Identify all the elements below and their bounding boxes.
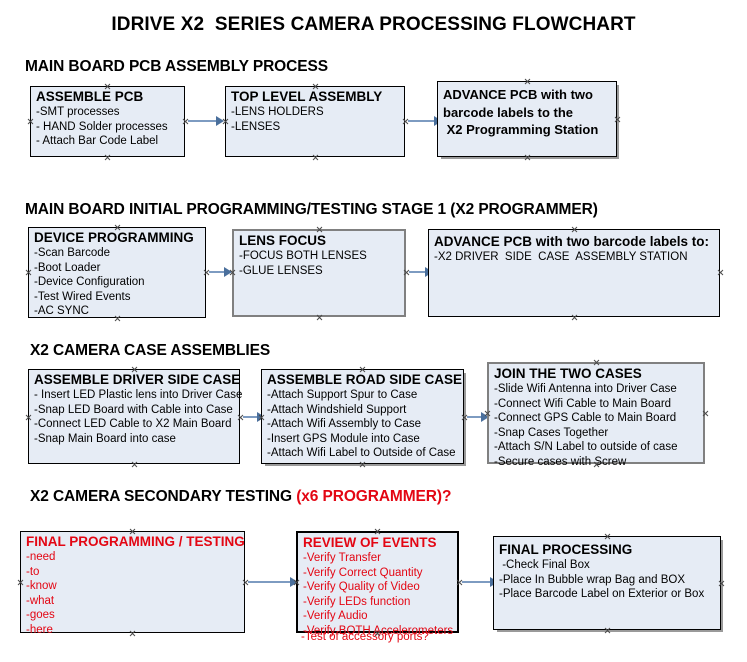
section-heading-4-accent: (x6 PROGRAMMER)? [296,488,452,505]
flow-box-join-the-two-cases[interactable]: JOIN THE TWO CASES -Slide Wifi Antenna i… [487,362,705,468]
flow-box-lens-focus[interactable]: LENS FOCUS -FOCUS BOTH LENSES -GLUE LENS… [232,229,406,317]
box-line: -Test Wired Events [34,290,131,303]
box-title: TOP LEVEL ASSEMBLY [231,89,383,104]
box-line: -SMT processes [36,106,120,118]
box-line: -Connect LED Cable to X2 Main Board [34,418,232,430]
arrow-connector [409,271,427,273]
section-heading-2-text: MAIN BOARD INITIAL PROGRAMMING/TESTING S… [25,201,598,218]
box-line: -Connect Wifi Cable to Main Board [494,397,672,410]
box-title: ADVANCE PCB with two barcode labels to: [434,234,710,249]
box-line: -Verify Transfer [303,552,381,564]
box-line: -Snap Main Board into case [34,432,176,445]
arrow-connector [462,581,492,583]
box-line: -Device Configuration [34,276,145,288]
box-line: -Attach Wifi Assembly to Case [267,418,422,430]
box-line: - Insert LED Plastic lens into Driver Ca… [34,389,243,401]
box-line: -Place In Bubble wrap Bag and BOX [499,573,686,586]
arrow-connector [188,120,218,122]
box-line: -Boot Loader [34,261,101,274]
flow-box-assemble-pcb[interactable]: ASSEMBLE PCB -SMT processes - HAND Solde… [30,86,185,157]
box-line: -Place Barcode Label on Exterior or Box [499,588,705,600]
box-overflow-line: -Test of accessory ports? [301,631,429,643]
arrow-head-icon [216,116,224,126]
arrow-connector [209,271,226,273]
arrow-head-icon [224,267,232,277]
flow-box-assemble-driver-side-case[interactable]: ASSEMBLE DRIVER SIDE CASE - Insert LED P… [28,369,243,464]
box-line: -to [26,565,40,578]
box-title: ASSEMBLE PCB [36,89,144,104]
arrow-head-icon [290,577,298,587]
box-line: -LENS HOLDERS [231,106,324,118]
flow-box-assemble-road-side-case[interactable]: ASSEMBLE ROAD SIDE CASE -Attach Support … [261,369,464,464]
box-title: FINAL PROGRAMMING / TESTING [26,534,245,549]
box-line: -Snap Cases Together [494,426,609,439]
box-line: -Attach S/N Label to outside of case [494,441,678,453]
flow-box-advance-pcb-programming-station[interactable]: ADVANCE PCB with two barcode labels to t… [437,81,617,157]
arrow-head-icon [481,412,489,422]
box-line: -Scan Barcode [34,247,111,259]
flow-box-advance-pcb-driver-side-station[interactable]: ADVANCE PCB with two barcode labels to: … [428,229,720,317]
section-heading-1-text: MAIN BOARD PCB ASSEMBLY PROCESS [25,58,328,75]
box-line: -Verify Quality of Video [303,581,420,593]
box-title: JOIN THE TWO CASES [494,366,642,381]
box-title: FINAL PROCESSING [499,542,633,557]
box-line: -Verify Audio [303,610,368,622]
box-line: -need [26,551,56,563]
section-heading-3: X2 CAMERA CASE ASSEMBLIES [30,342,270,360]
box-line: -LENSES [231,120,281,133]
arrow-connector [248,581,292,583]
box-line: -what [26,594,55,607]
box-line: -Secure cases with Screw [494,455,627,468]
box-line: barcode labels to the [443,104,574,120]
box-line: -AC SYNC [34,305,89,317]
box-line: - Attach Bar Code Label [36,135,159,147]
section-heading-4: X2 CAMERA SECONDARY TESTING (x6 PROGRAMM… [30,488,451,506]
box-line: -Attach Wifi Label to Outside of Case [267,447,456,459]
box-line: -Attach Windshield Support [267,403,407,416]
box-line: -Connect GPS Cable to Main Board [494,412,677,424]
box-line: -Verify BOTH Accelerometers [303,624,454,637]
box-title: ASSEMBLE ROAD SIDE CASE [267,372,463,387]
box-line: -goes [26,609,55,621]
box-line: -Snap LED Board with Cable into Case [34,403,233,416]
box-line: - HAND Solder processes [36,120,168,133]
box-line: -FOCUS BOTH LENSES [239,250,367,262]
flow-box-final-processing[interactable]: FINAL PROCESSING -Check Final Box -Place… [493,536,721,630]
box-line: -know [26,580,57,592]
box-line: -here [26,623,53,636]
box-line: -Verify Correct Quantity [303,566,423,579]
box-title: ADVANCE PCB with two [443,87,593,102]
section-heading-1: MAIN BOARD PCB ASSEMBLY PROCESS [25,58,328,76]
flow-box-top-level-assembly[interactable]: TOP LEVEL ASSEMBLY -LENS HOLDERS -LENSES [225,86,405,157]
box-title: ASSEMBLE DRIVER SIDE CASE [34,372,241,387]
flow-box-device-programming[interactable]: DEVICE PROGRAMMING -Scan Barcode -Boot L… [28,227,206,318]
section-heading-4-text: X2 CAMERA SECONDARY TESTING [30,488,297,505]
page-title: IDRIVE X2 SERIES CAMERA PROCESSING FLOWC… [111,14,636,35]
box-title: LENS FOCUS [239,233,327,248]
box-line: -Slide Wifi Antenna into Driver Case [494,383,677,395]
box-line: -Verify LEDs function [303,595,411,608]
section-heading-3-text: X2 CAMERA CASE ASSEMBLIES [30,342,271,359]
section-heading-2: MAIN BOARD INITIAL PROGRAMMING/TESTING S… [25,201,598,219]
box-line: X2 Programming Station [443,122,599,137]
box-title: REVIEW OF EVENTS [303,535,437,550]
box-line: -GLUE LENSES [239,264,323,277]
box-line: -Check Final Box [499,559,590,571]
box-line: -X2 DRIVER SIDE CASE ASSEMBLY STATION [434,251,688,263]
box-line: -Insert GPS Module into Case [267,432,420,445]
arrow-connector [408,120,436,122]
arrow-connector [243,416,259,418]
box-line: -Attach Support Spur to Case [267,389,418,401]
flow-box-review-of-events[interactable]: REVIEW OF EVENTS -Verify Transfer -Verif… [296,531,459,637]
flow-box-final-programming-testing[interactable]: FINAL PROGRAMMING / TESTING -need -to -k… [20,531,245,636]
arrow-connector [467,416,483,418]
box-title: DEVICE PROGRAMMING [34,230,194,245]
